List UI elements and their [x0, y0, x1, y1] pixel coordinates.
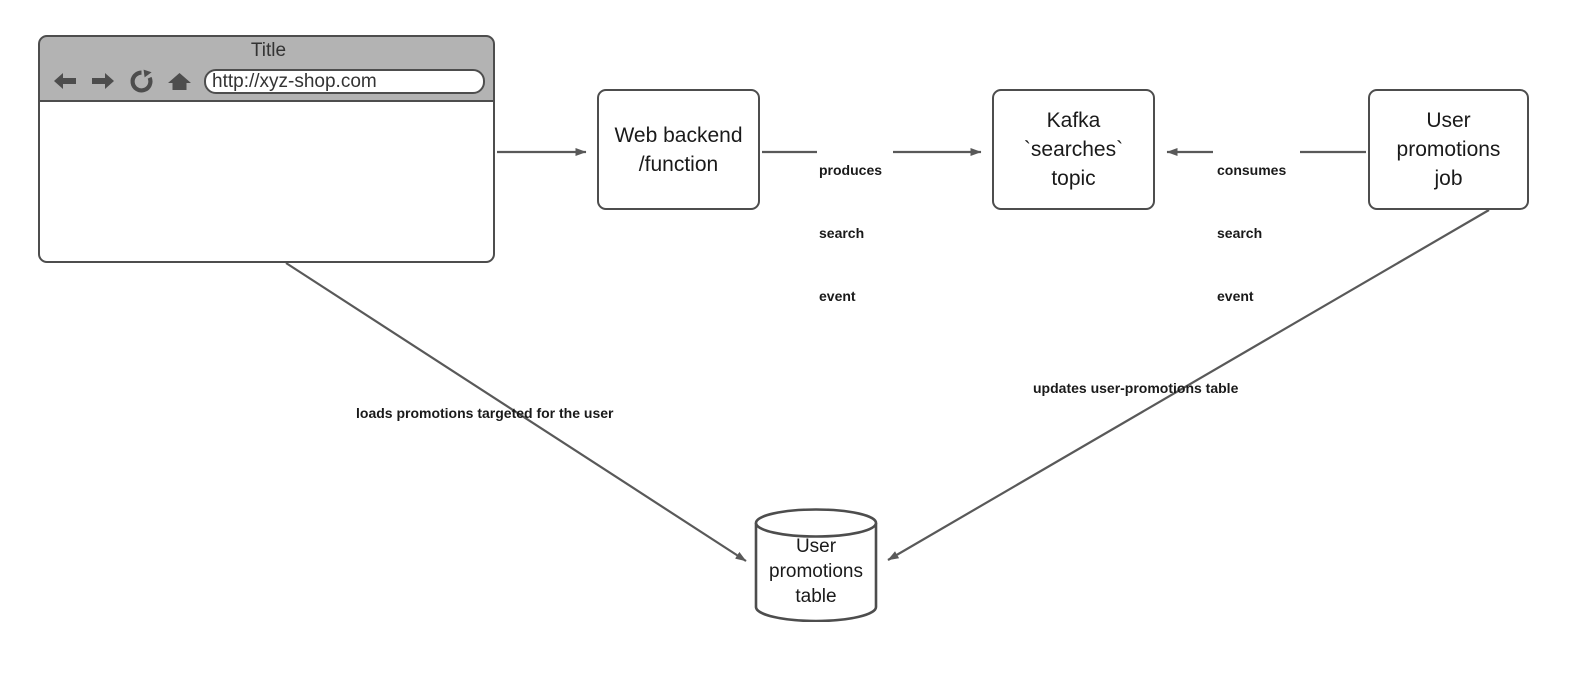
node-promotions-job[interactable]: User promotions job — [1368, 89, 1529, 210]
node-promotions-table-line2: promotions — [769, 561, 863, 582]
node-promotions-job-line3: job — [1434, 167, 1463, 190]
edge-label-produces-search-event: produces search event — [819, 118, 882, 349]
reload-icon[interactable] — [126, 66, 156, 96]
browser-title: Title — [250, 40, 287, 61]
url-text: http://xyz-shop.com — [212, 70, 377, 92]
edge-label-produces-line3: event — [819, 288, 856, 304]
node-web-backend[interactable]: Web backend /function — [597, 89, 760, 210]
cylinder-shape — [754, 508, 878, 623]
browser-viewport[interactable] — [38, 100, 495, 263]
edge-label-produces-line2: search — [819, 225, 865, 241]
node-web-backend-line2: /function — [638, 152, 719, 176]
back-arrow-icon[interactable] — [50, 66, 80, 96]
browser-toolbar: http://xyz-shop.com — [50, 64, 487, 98]
edge-label-consumes-line3: event — [1217, 288, 1254, 304]
node-kafka-topic[interactable]: Kafka `searches` topic — [992, 89, 1155, 210]
browser-window[interactable]: Title — [38, 35, 495, 263]
edge-label-updates-table: updates user-promotions table — [1033, 380, 1239, 396]
node-promotions-table-line1: User — [795, 536, 837, 557]
edge-label-loads-promotions: loads promotions targeted for the user — [356, 405, 614, 421]
node-promotions-table-label: User promotions table — [753, 534, 879, 609]
node-kafka-topic-line2: `searches` — [1023, 138, 1124, 161]
node-promotions-table[interactable]: User promotions table — [753, 508, 879, 623]
node-promotions-job-line2: promotions — [1396, 138, 1501, 161]
node-promotions-table-line3: table — [795, 586, 837, 607]
url-input[interactable]: http://xyz-shop.com — [204, 68, 485, 94]
edge-label-consumes-line2: search — [1217, 225, 1263, 241]
node-kafka-topic-line1: Kafka — [1046, 109, 1101, 132]
node-web-backend-line1: Web backend — [614, 123, 743, 147]
node-kafka-topic-line3: topic — [1051, 167, 1096, 190]
browser-chrome: Title — [38, 35, 495, 102]
home-icon[interactable] — [164, 66, 194, 96]
forward-arrow-icon[interactable] — [88, 66, 118, 96]
edge-label-consumes-line1: consumes — [1217, 162, 1287, 178]
node-promotions-job-line1: User — [1426, 109, 1471, 132]
edge-label-produces-line1: produces — [819, 162, 883, 178]
edge-label-consumes-search-event: consumes search event — [1217, 118, 1286, 349]
